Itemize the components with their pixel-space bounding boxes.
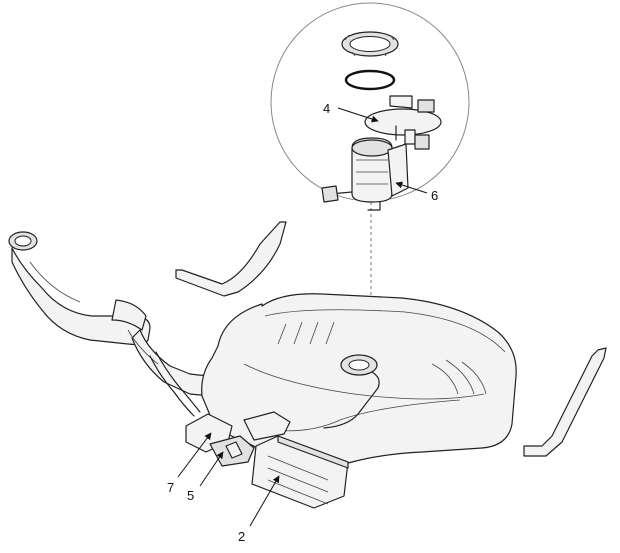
callout-5: 5 [187,451,224,503]
callout-7: 7 [167,432,212,495]
callout-4: 4 [323,101,379,123]
callout-6: 6 [395,181,438,203]
callout-2: 2 [238,475,280,544]
vapor-hose [149,351,201,417]
callout-label-7: 7 [167,480,174,495]
callout-label-2: 2 [238,529,245,544]
fuel-pump-module [321,95,442,211]
lock-ring [341,31,399,57]
tank-strap-right [523,347,607,457]
callout-label-6: 6 [431,188,438,203]
callout-label-5: 5 [187,488,194,503]
o-ring-gasket [344,69,396,91]
callout-label-4: 4 [323,101,330,116]
tank-strap-left [175,221,287,297]
